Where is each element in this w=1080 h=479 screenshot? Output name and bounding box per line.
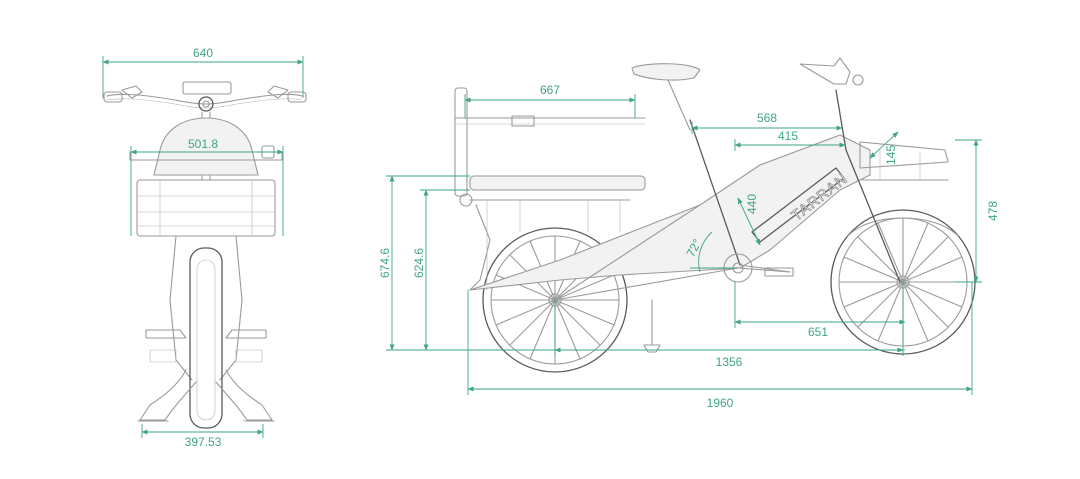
dim-wheelbase: 1356 [716, 355, 743, 369]
dim-front-center: 651 [808, 325, 828, 339]
dim-front-rack-offset: 478 [986, 201, 1000, 221]
front-view-bike [103, 81, 307, 429]
side-view-dimensions [386, 94, 982, 395]
front-view-dimensions [102, 56, 304, 438]
dim-reach: 568 [757, 111, 777, 125]
dim-front-rack-height: 145 [884, 145, 898, 165]
dim-stand-width: 397.53 [185, 435, 222, 449]
dim-rack-height: 624.6 [412, 248, 426, 278]
side-view-bike [454, 57, 976, 373]
dim-rear-rack-length: 667 [540, 83, 560, 97]
dim-seat-tube: 440 [745, 194, 759, 214]
dim-top-length: 415 [778, 129, 798, 143]
dim-overall-length: 1960 [707, 396, 734, 410]
dim-rear-deck-height: 674.6 [378, 248, 392, 278]
dim-rack-width: 501.8 [188, 137, 218, 151]
dim-handlebar-width: 640 [193, 46, 213, 60]
